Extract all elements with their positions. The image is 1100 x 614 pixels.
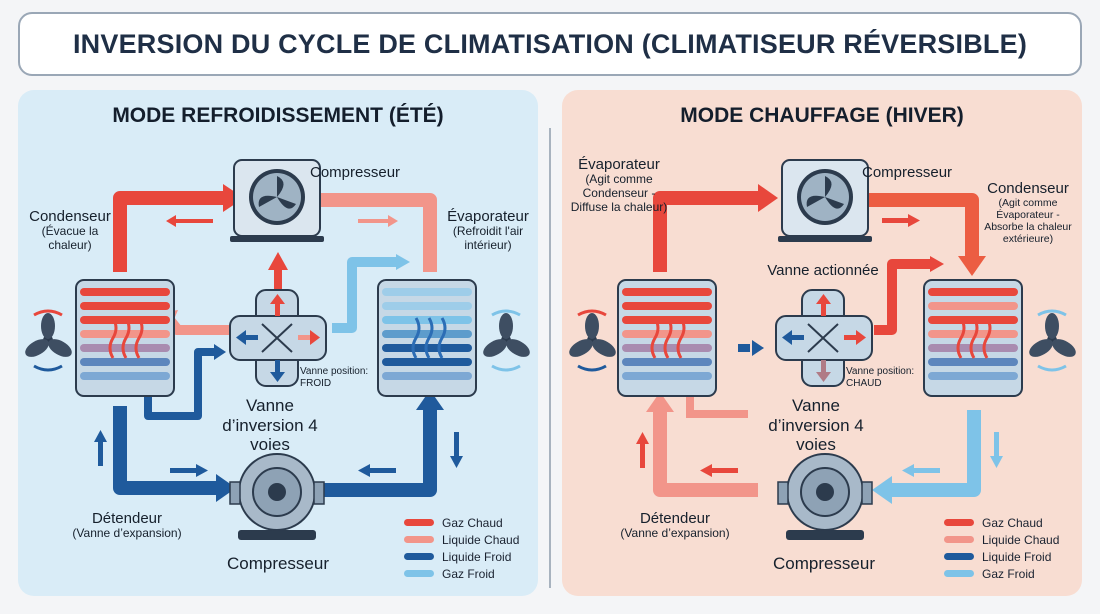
- heat-pipe-hot-gas: [653, 191, 758, 272]
- heat-condenser-label: Condenseur (Agit comme Évaporateur - Abs…: [984, 180, 1072, 246]
- heat-legend-hot-liquid: Liquide Chaud: [944, 531, 1059, 548]
- heat-valve-actuated-label: Vanne actionnée: [767, 262, 879, 279]
- heat-legend-cold-liquid: Liquide Froid: [944, 548, 1059, 565]
- cooling-panel: MODE REFROIDISSEMENT (ÉTÉ): [18, 90, 538, 596]
- cool-compressor-bottom: [229, 453, 325, 540]
- cool-legend-hot-liquid: Liquide Chaud: [404, 531, 519, 548]
- heat-compressor-bottom: [777, 453, 873, 540]
- heat-valve-label: Vanne d’inversion 4 voies: [768, 396, 864, 455]
- cool-pipe-cold-liquid: [113, 406, 216, 495]
- heat-pipe-valve-actuated: [874, 259, 930, 335]
- page-title: INVERSION DU CYCLE DE CLIMATISATION (CLI…: [72, 28, 1028, 59]
- heating-diagram: [569, 159, 1076, 540]
- cool-valve-label: Vanne d’inversion 4 voies: [222, 396, 318, 455]
- cool-fan-left: [25, 309, 72, 372]
- heat-fan-left: [569, 309, 616, 372]
- cool-legend-cold-gas: Gaz Froid: [404, 565, 519, 582]
- heat-evaporator-unit: [617, 279, 717, 397]
- cool-legend-cold-liquid: Liquide Froid: [404, 548, 519, 565]
- heat-expander-label: Détendeur (Vanne d’expansion): [620, 510, 730, 541]
- cool-legend-hot-gas: Gaz Chaud: [404, 514, 519, 531]
- cool-condenser-label: Condenseur (Évacue la chaleur): [29, 208, 111, 253]
- cool-evaporator-unit: [377, 279, 477, 397]
- cool-pipe-valve-return: [144, 348, 214, 420]
- cool-compressor-top-label: Compresseur: [310, 164, 401, 181]
- heat-fan-right: [1029, 309, 1076, 372]
- cool-condenser-unit: [75, 279, 175, 397]
- heat-legend-cold-gas: Gaz Froid: [944, 565, 1059, 582]
- cold-gas-swatch: [944, 570, 974, 577]
- heat-legend-hot-gas: Gaz Chaud: [944, 514, 1059, 531]
- heat-compressor-bottom-label: Compresseur: [772, 554, 876, 573]
- cool-arrow-up: [274, 268, 282, 290]
- cooling-panel-title: MODE REFROIDISSEMENT (ÉTÉ): [112, 104, 444, 127]
- hot-gas-swatch: [404, 519, 434, 526]
- cool-four-way-valve: [229, 289, 327, 387]
- heat-four-way-valve: [775, 289, 873, 387]
- cool-legend: Gaz Chaud Liquide Chaud Liquide Froid Ga…: [404, 514, 519, 582]
- cool-compressor-top: [230, 159, 324, 242]
- heat-legend: Gaz Chaud Liquide Chaud Liquide Froid Ga…: [944, 514, 1059, 582]
- cold-liquid-swatch: [944, 553, 974, 560]
- cool-compressor-bottom-label: Compresseur: [226, 554, 330, 573]
- cool-pipe-cold-gas: [332, 257, 396, 333]
- heat-compressor-top: [778, 159, 872, 242]
- hot-liquid-swatch: [944, 536, 974, 543]
- hot-liquid-swatch: [404, 536, 434, 543]
- heating-panel-title: MODE CHAUFFAGE (HIVER): [680, 104, 964, 127]
- heat-evaporator-label: Évaporateur (Agit comme Condenseur - Dif…: [570, 156, 668, 214]
- cool-pipe-hot-gas: [113, 191, 223, 272]
- cool-pipe-cold-liquid-2: [324, 410, 437, 497]
- heat-pipe-cold-gas: [892, 410, 981, 497]
- cold-gas-swatch: [404, 570, 434, 577]
- heat-pipe-hot-gas-2: [866, 193, 979, 256]
- panel-divider: [549, 128, 551, 588]
- heat-valve-position-label: Vanne position: CHAUD: [846, 366, 915, 389]
- heat-pipe-hot-liquid-2: [653, 408, 758, 497]
- cool-valve-position-label: Vanne position: FROID: [300, 366, 369, 389]
- hot-gas-swatch: [944, 519, 974, 526]
- heating-panel: MODE CHAUFFAGE (HIVER): [562, 90, 1082, 596]
- cool-expander-label: Détendeur (Vanne d’expansion): [72, 510, 182, 541]
- cold-liquid-swatch: [404, 553, 434, 560]
- title-box: INVERSION DU CYCLE DE CLIMATISATION (CLI…: [18, 12, 1082, 76]
- cool-pipe-hot-liquid-2: [166, 316, 230, 335]
- cool-pipe-hot-liquid: [321, 193, 437, 272]
- heat-pipe-hot-liquid: [686, 396, 748, 418]
- cooling-diagram: [25, 159, 530, 540]
- heat-condenser-unit: [923, 279, 1023, 397]
- heat-compressor-top-label: Compresseur: [862, 164, 953, 181]
- cool-fan-right: [483, 309, 530, 372]
- cool-evaporator-label: Évaporateur (Refroidit l'air intérieur): [447, 208, 529, 253]
